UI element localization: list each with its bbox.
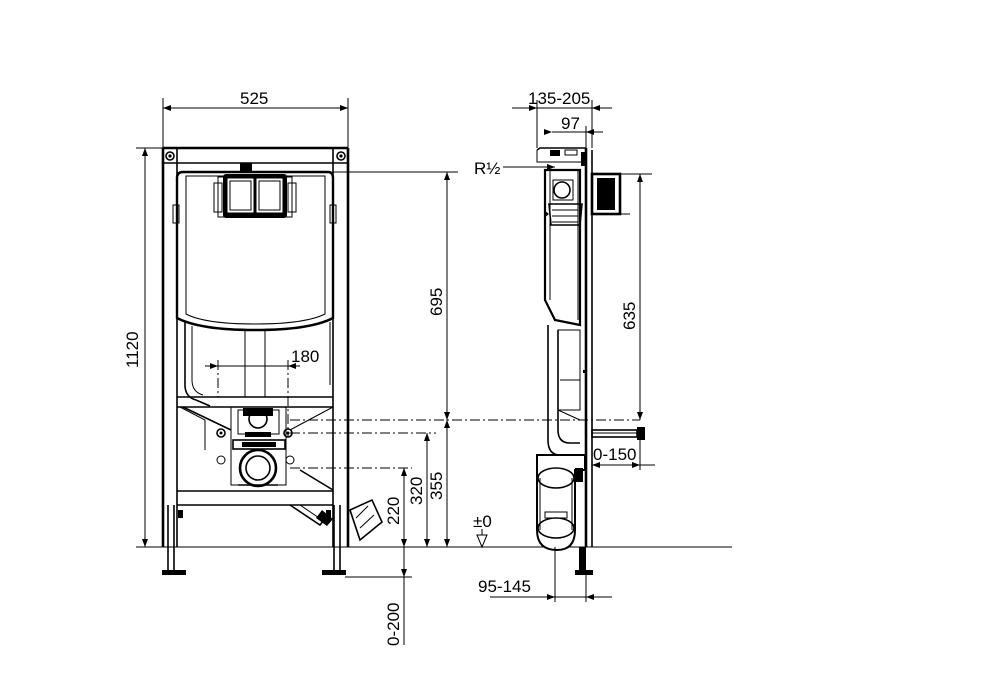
side-flush-pipe	[547, 325, 581, 456]
flush-button-plate	[213, 174, 297, 218]
side-view: 135-205 97 R½ 635 0-150 ±0 95-145	[473, 89, 655, 602]
inner-depth-label: 97	[561, 114, 580, 133]
connection-height-label: 355	[427, 472, 446, 500]
side-dimensions	[476, 100, 655, 602]
side-frame	[536, 147, 593, 547]
floor-level-label: ±0	[473, 512, 492, 531]
side-inlet-pipe	[591, 427, 645, 440]
cistern-side	[543, 168, 583, 327]
height-label: 1120	[123, 331, 142, 368]
width-label: 525	[240, 89, 268, 108]
bottom-depth-label: 95-145	[478, 577, 531, 596]
side-connector	[590, 172, 630, 216]
side-height-label: 635	[620, 302, 639, 330]
front-dimensions	[136, 98, 640, 645]
water-inlet-label: R½	[474, 159, 500, 178]
waste-height-label: 320	[407, 477, 426, 505]
front-view: 525 1120 180 695 355 320 220 0-200	[123, 89, 640, 646]
tank-height-label: 695	[427, 288, 446, 316]
front-feet	[162, 505, 346, 575]
waste-bracket	[179, 406, 334, 491]
foot-adjust-label: 0-200	[384, 603, 403, 646]
drain-fittings	[289, 498, 383, 542]
drain-height-label: 220	[384, 497, 403, 525]
side-waste-bend	[536, 454, 586, 552]
depth-label: 135-205	[528, 89, 590, 108]
pipe-spacing-label: 180	[291, 347, 319, 366]
pipe-offset-label: 0-150	[593, 445, 636, 464]
